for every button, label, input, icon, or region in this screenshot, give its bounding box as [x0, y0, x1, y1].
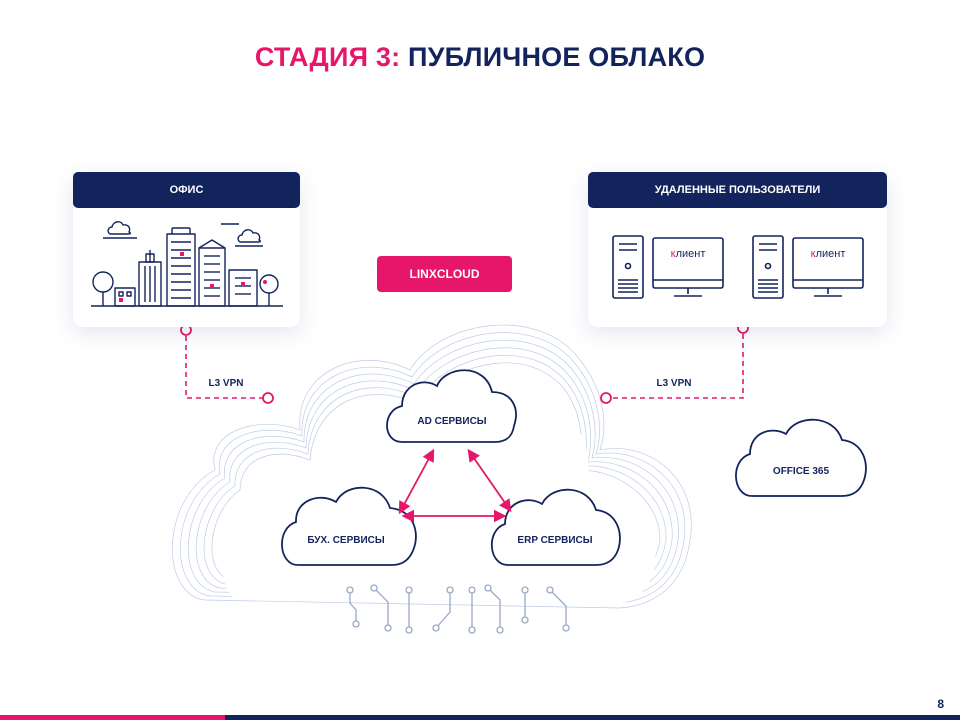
remote-users-card: УДАЛЕННЫЕ ПОЛЬЗОВАТЕЛИ клиент	[588, 172, 887, 327]
vpn-label-right: L3 VPN	[656, 378, 692, 389]
workstation-2: клиент	[752, 234, 868, 304]
desktop-computer-icon	[752, 235, 864, 299]
vpn-connector-right	[600, 322, 749, 404]
linxcloud-badge: LINXCLOUD	[377, 256, 512, 292]
title-main: ПУБЛИЧНОЕ ОБЛАКО	[408, 42, 706, 72]
big-cloud	[172, 324, 692, 609]
cloud-office365	[735, 418, 867, 497]
client-label-2-first: к	[810, 248, 816, 260]
client-label-1-first: к	[670, 248, 676, 260]
remote-users-card-header: УДАЛЕННЫЕ ПОЛЬЗОВАТЕЛИ	[588, 172, 887, 208]
office-card: ОФИС	[73, 172, 300, 327]
erp-services-label: ERP СЕРВИСЫ	[517, 535, 593, 546]
office365-label: OFFICE 365	[772, 466, 830, 477]
client-label-1-rest: лиент	[675, 248, 706, 260]
title-accent: СТАДИЯ 3:	[254, 42, 401, 72]
desktop-computer-icon	[612, 235, 724, 299]
buh-services-label: БУХ. СЕРВИСЫ	[307, 535, 385, 546]
cloud-buh	[281, 486, 417, 566]
service-arrows	[398, 448, 512, 523]
vpn-connector-left	[180, 324, 274, 404]
circuit-traces	[346, 584, 570, 634]
vpn-label-left: L3 VPN	[208, 378, 244, 389]
slide-title: СТАДИЯ 3: ПУБЛИЧНОЕ ОБЛАКО	[0, 42, 960, 73]
client-label-1: клиент	[653, 248, 723, 260]
page-number: 8	[937, 697, 944, 711]
cloud-ad	[386, 369, 517, 443]
city-skyline-icon	[91, 221, 283, 307]
client-label-2-rest: лиент	[815, 248, 846, 260]
workstation-1: клиент	[612, 234, 728, 304]
footer-bar-navy	[225, 715, 960, 720]
footer-bar-accent	[0, 715, 225, 720]
office-card-header: ОФИС	[73, 172, 300, 208]
ad-services-label: AD СЕРВИСЫ	[417, 416, 487, 427]
client-label-2: клиент	[793, 248, 863, 260]
cloud-erp	[490, 488, 621, 566]
